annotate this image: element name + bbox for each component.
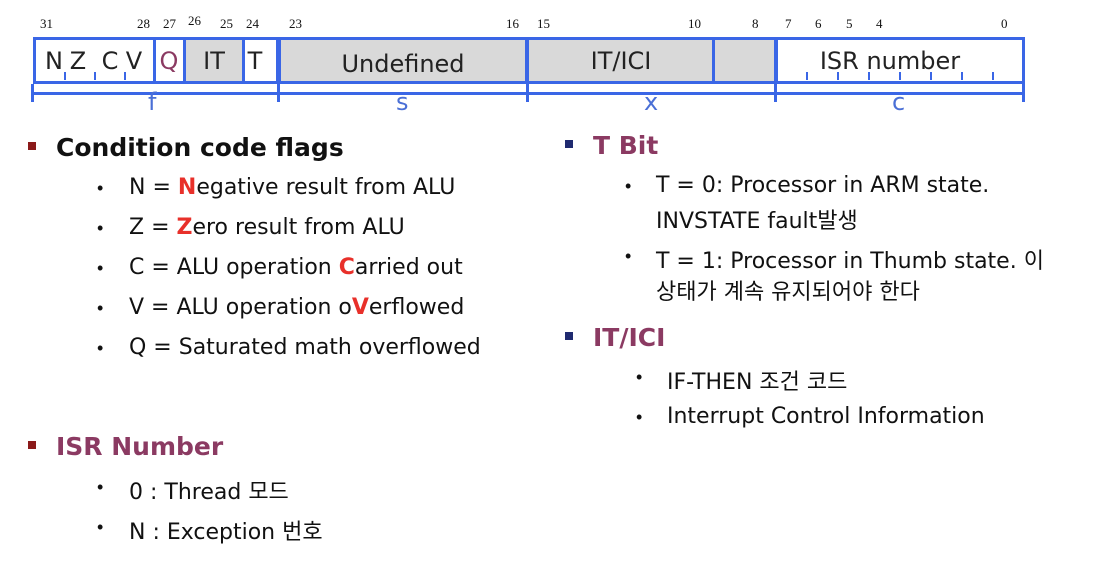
condition-item-q: Q = Saturated math overflowed bbox=[129, 335, 481, 360]
bullet-icon: • bbox=[97, 477, 104, 497]
condition-item-n: N = Negative result from ALU bbox=[129, 175, 456, 200]
tbit-item-thumb-line1: T = 1: Processor in Thumb state. 이 bbox=[656, 249, 1044, 274]
bit-number-7: 7 bbox=[785, 16, 792, 31]
itici-label: IT/ICI bbox=[590, 46, 652, 75]
square-bullet-icon bbox=[565, 140, 573, 148]
segment-label-s: s bbox=[396, 88, 409, 116]
tick bbox=[64, 72, 66, 80]
bullet-icon: • bbox=[636, 367, 643, 387]
tbit-item-thumb-line2: 상태가 계속 유지되어야 한다 bbox=[656, 280, 920, 305]
bit-number-28: 28 bbox=[137, 16, 150, 31]
bit-number-0: 0 bbox=[1001, 16, 1008, 31]
bit-number-10: 10 bbox=[688, 16, 701, 31]
condition-item-c: C = ALU operation Carried out bbox=[129, 255, 463, 280]
bit-number-16: 16 bbox=[506, 16, 519, 31]
tick bbox=[94, 72, 96, 80]
itici-item-interrupt: Interrupt Control Information bbox=[667, 404, 985, 429]
bullet-icon: • bbox=[97, 338, 104, 358]
flag-z: Z bbox=[69, 46, 87, 75]
itici-section-title: IT/ICI bbox=[565, 323, 665, 352]
register-box-f bbox=[33, 37, 279, 84]
segment-label-c: c bbox=[892, 88, 906, 116]
tbit-item-arm-line2: INVSTATE fault발생 bbox=[656, 209, 858, 234]
square-bullet-icon bbox=[28, 441, 36, 449]
tick bbox=[930, 72, 932, 80]
bit-number-4: 4 bbox=[876, 16, 883, 31]
bit-number-24: 24 bbox=[246, 16, 259, 31]
register-box-s bbox=[278, 37, 528, 84]
bullet-icon: • bbox=[625, 176, 632, 196]
bracket-tick bbox=[774, 84, 777, 102]
register-box-c bbox=[775, 37, 1025, 84]
bit-number-25: 25 bbox=[220, 16, 233, 31]
bit-number-26: 26 bbox=[188, 13, 201, 28]
bullet-icon: • bbox=[97, 298, 104, 318]
segment-label-x: x bbox=[644, 88, 659, 116]
bullet-icon: • bbox=[636, 407, 643, 427]
flag-v: V bbox=[125, 46, 143, 75]
flag-q: Q bbox=[159, 46, 179, 75]
divider-q-left bbox=[153, 37, 156, 84]
bracket-tick bbox=[31, 84, 34, 102]
it-field: IT bbox=[185, 39, 243, 82]
square-bullet-icon bbox=[28, 142, 36, 150]
tbit-section-title: T Bit bbox=[565, 131, 658, 160]
divider-itici-right bbox=[712, 37, 715, 84]
bullet-icon: • bbox=[97, 517, 104, 537]
reserved-field bbox=[714, 39, 776, 82]
condition-item-z: Z = Zero result from ALU bbox=[129, 215, 405, 240]
bit-number-6: 6 bbox=[815, 16, 822, 31]
bullet-icon: • bbox=[97, 178, 104, 198]
tick bbox=[837, 72, 839, 80]
bullet-icon: • bbox=[625, 246, 632, 266]
tick bbox=[961, 72, 963, 80]
undefined-field: Undefined bbox=[280, 39, 526, 82]
bit-number-5: 5 bbox=[846, 16, 853, 31]
bit-number-8: 8 bbox=[752, 16, 759, 31]
isr-label: ISR number bbox=[819, 46, 961, 75]
condition-section-title: Condition code flags bbox=[28, 133, 344, 162]
bit-number-31: 31 bbox=[40, 16, 53, 31]
tick bbox=[124, 72, 126, 80]
segment-label-f: f bbox=[148, 88, 157, 116]
flag-n: N bbox=[45, 46, 63, 75]
flag-t: T bbox=[247, 46, 263, 75]
bracket-tick bbox=[526, 84, 529, 102]
divider-it-right bbox=[242, 37, 245, 84]
flag-c: C bbox=[101, 46, 119, 75]
bit-number-27: 27 bbox=[163, 16, 176, 31]
tick bbox=[899, 72, 901, 80]
bullet-icon: • bbox=[97, 218, 104, 238]
condition-item-v: V = ALU operation oVerflowed bbox=[129, 295, 465, 320]
tick bbox=[806, 72, 808, 80]
undefined-label: Undefined bbox=[341, 49, 465, 78]
bit-number-15: 15 bbox=[537, 16, 550, 31]
itici-item-ifthen: IF-THEN 조건 코드 bbox=[667, 370, 848, 395]
tbit-item-arm-line1: T = 0: Processor in ARM state. bbox=[656, 173, 990, 198]
bullet-icon: • bbox=[97, 258, 104, 278]
square-bullet-icon bbox=[565, 332, 573, 340]
bracket-tick bbox=[1022, 84, 1025, 102]
isr-item-thread: 0 : Thread 모드 bbox=[129, 480, 289, 505]
divider-q-right bbox=[183, 37, 186, 84]
itici-field: IT/ICI bbox=[528, 39, 714, 82]
tick bbox=[868, 72, 870, 80]
register-box-x bbox=[526, 37, 777, 84]
bracket-tick bbox=[277, 84, 280, 102]
it-label: IT bbox=[203, 46, 225, 75]
isr-section-title: ISR Number bbox=[28, 432, 223, 461]
isr-item-exception: N : Exception 번호 bbox=[129, 520, 323, 545]
tick bbox=[992, 72, 994, 80]
bit-number-23: 23 bbox=[289, 16, 302, 31]
